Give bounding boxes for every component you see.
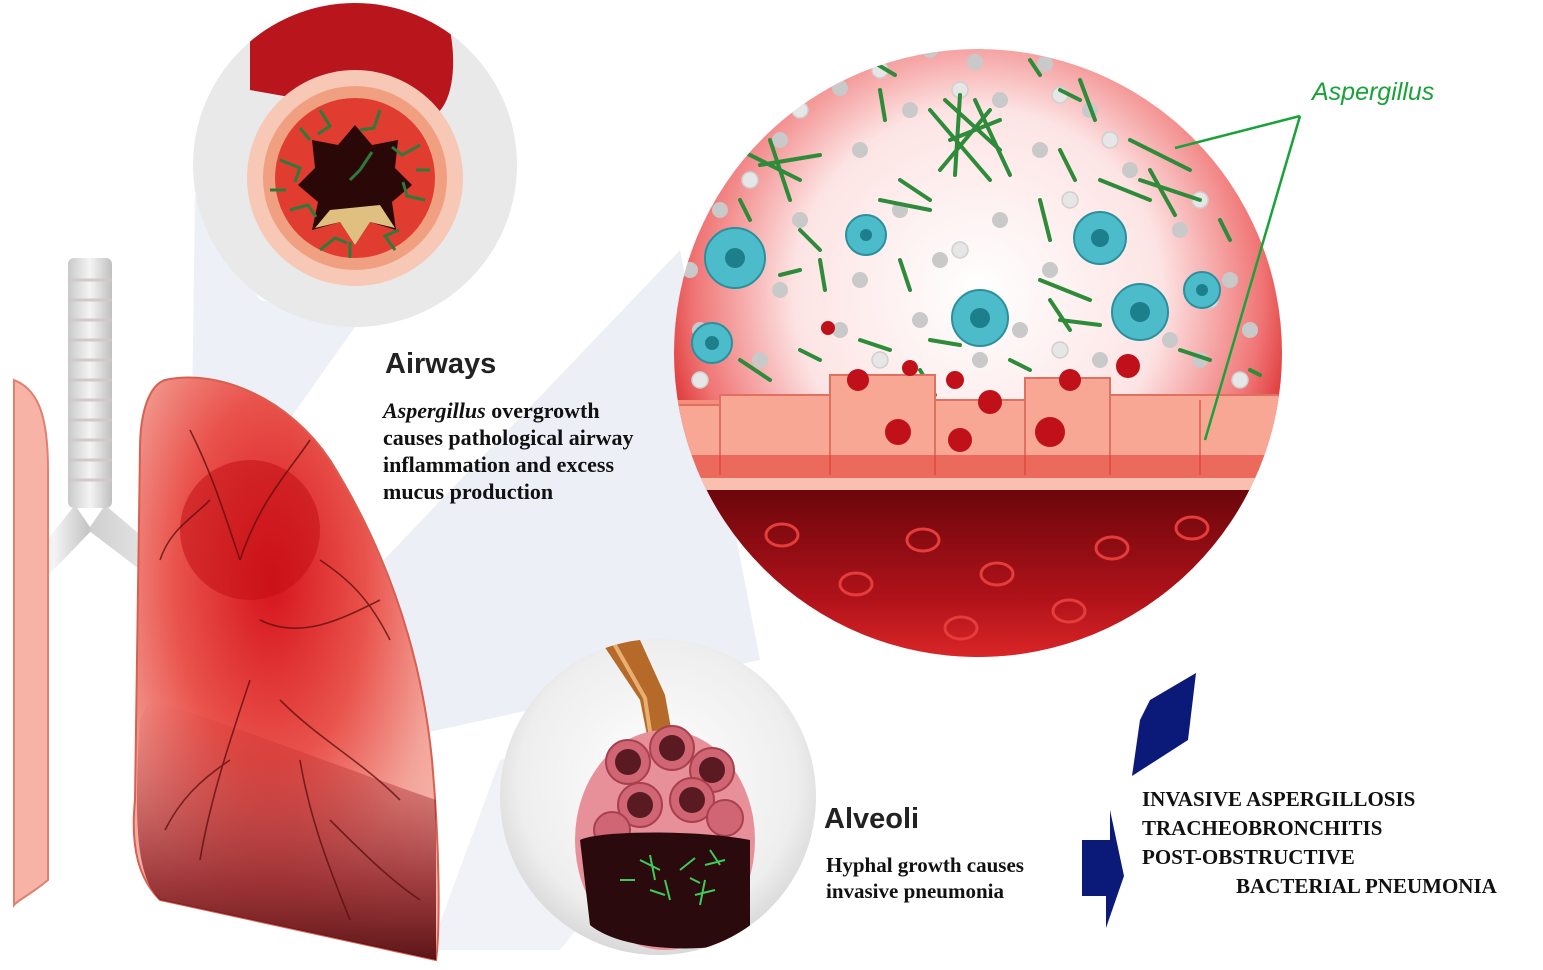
airway-cross-section-icon (193, 0, 517, 327)
outcome-item: BACTERIAL PNEUMONIA (1142, 872, 1497, 901)
alveoli-title: Alveoli (824, 803, 919, 836)
airways-desc-italic: Aspergillus (383, 398, 486, 423)
airways-desc-line2: causes pathological airway (383, 425, 634, 450)
alveoli-desc-line1: Hyphal growth causes (826, 853, 1024, 877)
airways-title: Airways (385, 348, 496, 381)
outcome-item: INVASIVE ASPERGILLOSIS (1142, 785, 1497, 814)
alveoli-desc-line2: invasive pneumonia (826, 879, 1004, 903)
airways-description: Aspergillus overgrowth causes pathologic… (383, 397, 683, 505)
airways-desc-line4: mucus production (383, 479, 553, 504)
outcome-item: TRACHEOBRONCHITIS (1142, 814, 1497, 843)
left-lung-icon (14, 380, 48, 905)
alveoli-description: Hyphal growth causes invasive pneumonia (826, 852, 1086, 904)
aspergillus-label: Aspergillus (1312, 78, 1434, 107)
outcomes-list: INVASIVE ASPERGILLOSIS TRACHEOBRONCHITIS… (1142, 785, 1497, 901)
alveolar-tissue-zoom (660, 42, 1300, 670)
alveolus-icon (500, 639, 816, 955)
outcome-item: POST-OBSTRUCTIVE (1142, 843, 1497, 872)
airways-desc-line3: inflammation and excess (383, 452, 614, 477)
airways-desc-rest: overgrowth (486, 398, 600, 423)
